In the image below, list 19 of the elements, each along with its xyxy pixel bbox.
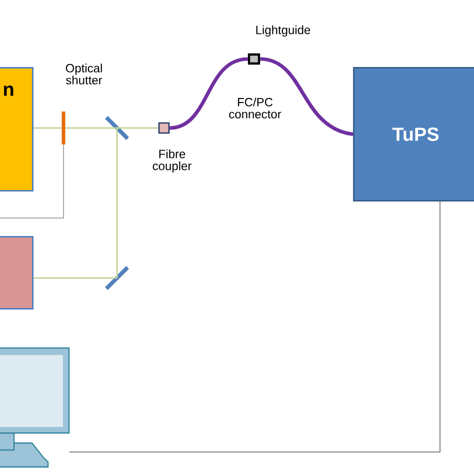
light-beam [117,127,158,129]
mirror [104,116,130,140]
light-beam [116,128,118,278]
light-beam [34,127,62,129]
node-label: Fibre coupler [152,149,192,173]
monitor-drawing [0,347,70,468]
mirror [104,266,130,290]
optical-fibre [260,57,354,136]
empty-box [0,236,34,310]
cable [0,144,64,218]
cable [68,201,440,452]
fibre-label: Lightguide [256,25,310,37]
process-box: TuPS [353,67,474,202]
light-beam [65,127,117,129]
light-beam [34,277,117,279]
process-box: n [0,67,34,192]
node-label: Optical shutter [66,64,102,84]
optical-fibre [169,57,248,130]
node-label: FC/PC connector [229,98,282,118]
